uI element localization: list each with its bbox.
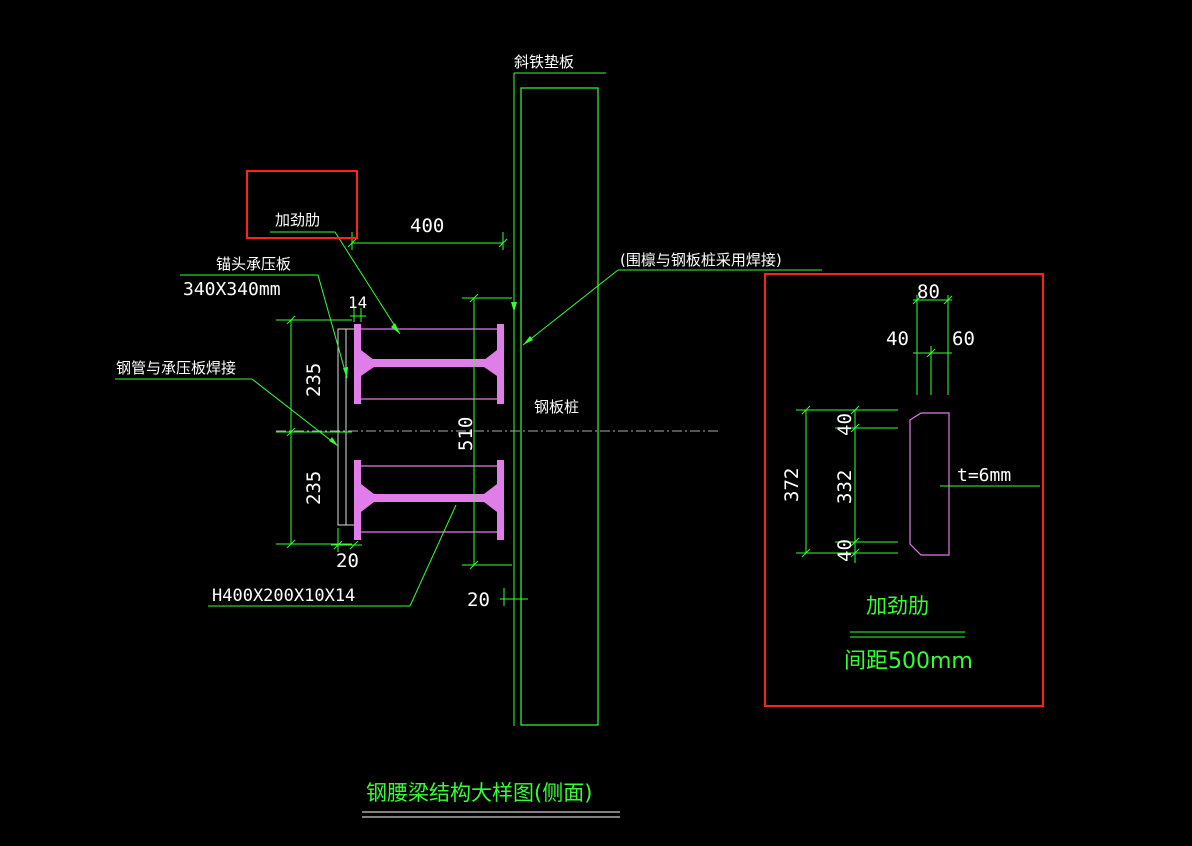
dim-20-left-text: 20 <box>336 550 359 572</box>
leader-arrowheads <box>329 302 533 446</box>
stiffener-label: 加劲肋 <box>275 211 320 229</box>
detail-dim-40b-text: 40 <box>834 539 856 562</box>
stiffener-plate-shape <box>909 412 950 556</box>
drawing-title: 钢腰梁结构大样图(侧面) <box>366 781 592 805</box>
detail-dim-60-text: 60 <box>952 328 975 350</box>
dim-20-right-text: 20 <box>467 589 490 611</box>
detail-dim-332-text: 332 <box>834 470 856 504</box>
leader-lines <box>115 231 822 607</box>
shim-plate-label: 斜铁垫板 <box>514 53 574 71</box>
anchor-plate-label: 锚头承压板 <box>216 255 291 273</box>
dim-20-left <box>331 528 362 552</box>
detail-dim-372-text: 372 <box>781 468 803 502</box>
highlight-box-detail <box>764 273 1044 707</box>
h-beam-upper <box>354 324 504 404</box>
dim-20-right <box>500 588 528 606</box>
dim-510-text: 510 <box>455 417 477 451</box>
detail-title: 加劲肋 <box>866 594 929 618</box>
anchor-plate-size: 340X340mm <box>183 279 281 300</box>
detail-dim-40-text: 40 <box>886 328 909 350</box>
dim-400-text: 400 <box>410 215 444 237</box>
h-beam-label: H400X200X10X14 <box>212 586 355 606</box>
dim-235-bottom-text: 235 <box>303 471 325 505</box>
dim-14 <box>350 308 366 322</box>
highlight-box-stiffener <box>246 170 358 239</box>
dim-235-top-text: 235 <box>303 363 325 397</box>
thickness-text: t=6mm <box>957 465 1011 486</box>
dim-400 <box>347 232 508 250</box>
detail-dim-80-text: 80 <box>917 281 940 303</box>
stiffener-detail: 80 40 60 372 40 332 40 t=6mm 加劲肋 间距500mm <box>781 281 1040 674</box>
pipe-weld-label: 钢管与承压板焊接 <box>116 359 236 377</box>
purlin-weld-label: (围檩与钢板桩采用焊接) <box>620 251 782 269</box>
drawing-title-underline <box>362 811 620 818</box>
sheet-pile <box>513 72 606 726</box>
detail-spacing: 间距500mm <box>844 649 973 674</box>
sheet-pile-label: 钢板桩 <box>534 398 579 416</box>
h-beam-lower <box>354 460 504 540</box>
dim-235 <box>276 315 352 549</box>
dim-510 <box>462 293 512 570</box>
anchor-plate-outline <box>337 328 354 526</box>
detail-dim-40a-text: 40 <box>834 413 856 436</box>
dim-14-text: 14 <box>348 293 367 312</box>
